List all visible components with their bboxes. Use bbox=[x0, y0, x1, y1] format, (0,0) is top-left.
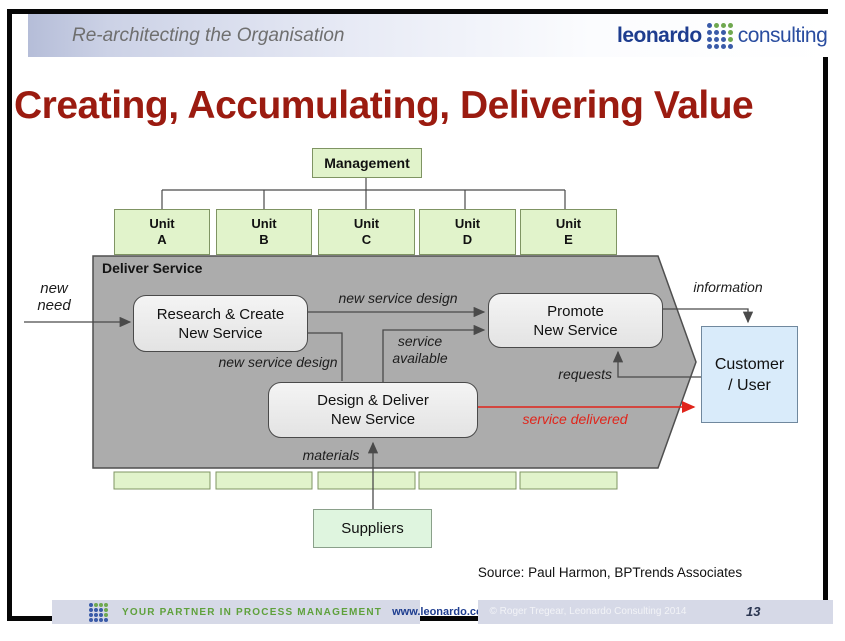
research-create-box: Research & Create New Service bbox=[133, 295, 308, 352]
logo-word-leonardo: leonardo bbox=[617, 23, 702, 47]
new-service-design-top-label: new service design bbox=[338, 290, 458, 306]
design-deliver-box: Design & Deliver New Service bbox=[268, 382, 478, 438]
deliver-service-label: Deliver Service bbox=[102, 260, 203, 276]
new-need-label: new need bbox=[37, 280, 71, 314]
footer-dots-icon bbox=[88, 602, 108, 622]
leonardo-consulting-logo: leonardo consulting bbox=[617, 14, 828, 57]
requests-label: requests bbox=[558, 366, 612, 382]
header-band bbox=[28, 14, 833, 57]
new-service-design-bottom-label: new service design bbox=[218, 354, 338, 370]
unit-e-box: Unit E bbox=[520, 209, 617, 255]
logo-word-consulting: consulting bbox=[737, 23, 828, 47]
promote-box: Promote New Service bbox=[488, 293, 663, 348]
management-box: Management bbox=[312, 148, 422, 178]
flow-arrows bbox=[24, 306, 754, 509]
information-label: information bbox=[693, 279, 763, 295]
materials-label: materials bbox=[302, 447, 360, 463]
unit-b-box: Unit B bbox=[216, 209, 312, 255]
unit-a-box: Unit A bbox=[114, 209, 210, 255]
service-available-label: service available bbox=[392, 333, 448, 366]
slide-title: Creating, Accumulating, Delivering Value bbox=[14, 84, 754, 127]
customer-user-box: Customer / User bbox=[701, 326, 798, 423]
suppliers-box: Suppliers bbox=[313, 509, 432, 548]
leonardo-dots-icon bbox=[706, 22, 734, 50]
copyright-text: © Roger Tregear, Leonardo Consulting 201… bbox=[489, 606, 687, 617]
unit-bottom-strips bbox=[113, 471, 618, 490]
service-delivered-label: service delivered bbox=[522, 411, 628, 427]
footer-tagline: YOUR PARTNER IN PROCESS MANAGEMENT bbox=[122, 606, 383, 618]
org-chart-connectors bbox=[161, 178, 566, 209]
unit-c-box: Unit C bbox=[318, 209, 415, 255]
page-number: 13 bbox=[746, 604, 761, 619]
unit-d-box: Unit D bbox=[419, 209, 516, 255]
presentation-subtitle: Re-architecting the Organisation bbox=[72, 25, 345, 46]
source-attribution: Source: Paul Harmon, BPTrends Associates bbox=[477, 565, 743, 580]
footer-right-bar: © Roger Tregear, Leonardo Consulting 201… bbox=[478, 600, 833, 624]
footer-left-bar: YOUR PARTNER IN PROCESS MANAGEMENT www.l… bbox=[52, 600, 508, 624]
